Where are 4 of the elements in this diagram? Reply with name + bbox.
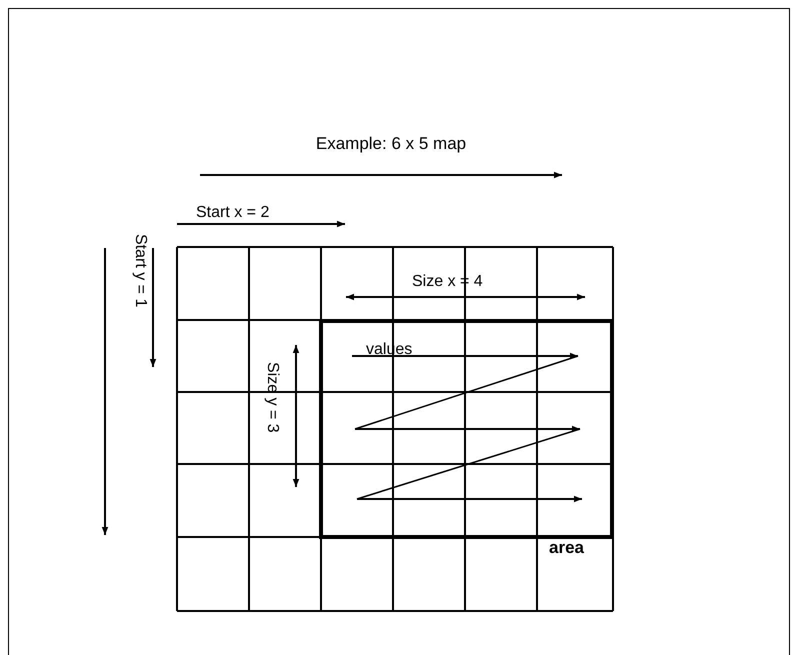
dimension-label: Start y = 1 <box>131 234 150 308</box>
title: Example: 6 x 5 map <box>314 134 468 154</box>
dimension-label: Start x = 2 <box>196 203 270 222</box>
area-label: area <box>549 538 584 558</box>
